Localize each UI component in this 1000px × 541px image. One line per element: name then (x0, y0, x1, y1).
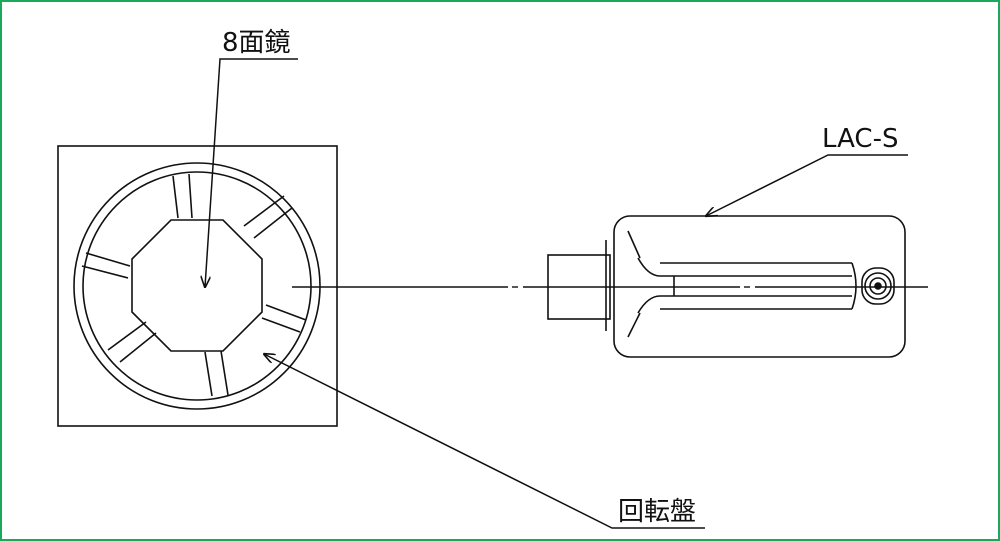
turntable-spokes (81, 173, 307, 397)
connector-pin (874, 282, 882, 290)
leader-lines (205, 58, 908, 529)
turntable-outer-ring (73, 162, 321, 410)
leader-turntable (264, 354, 705, 529)
turntable-inner-ring (82, 171, 312, 401)
octagonal-mirror (131, 219, 263, 352)
leader-sensor (706, 154, 908, 216)
label-sensor: LAC-S (822, 124, 898, 154)
leader-mirror (205, 58, 298, 287)
base-plate (57, 145, 338, 427)
connector-ring-outer (864, 272, 892, 300)
connector-ring-inner (869, 277, 887, 295)
label-mirror: 8面鏡 (222, 28, 291, 58)
turntable-assembly (57, 145, 338, 427)
sensor-connector (861, 267, 895, 305)
label-turntable: 回転盤 (618, 497, 696, 527)
